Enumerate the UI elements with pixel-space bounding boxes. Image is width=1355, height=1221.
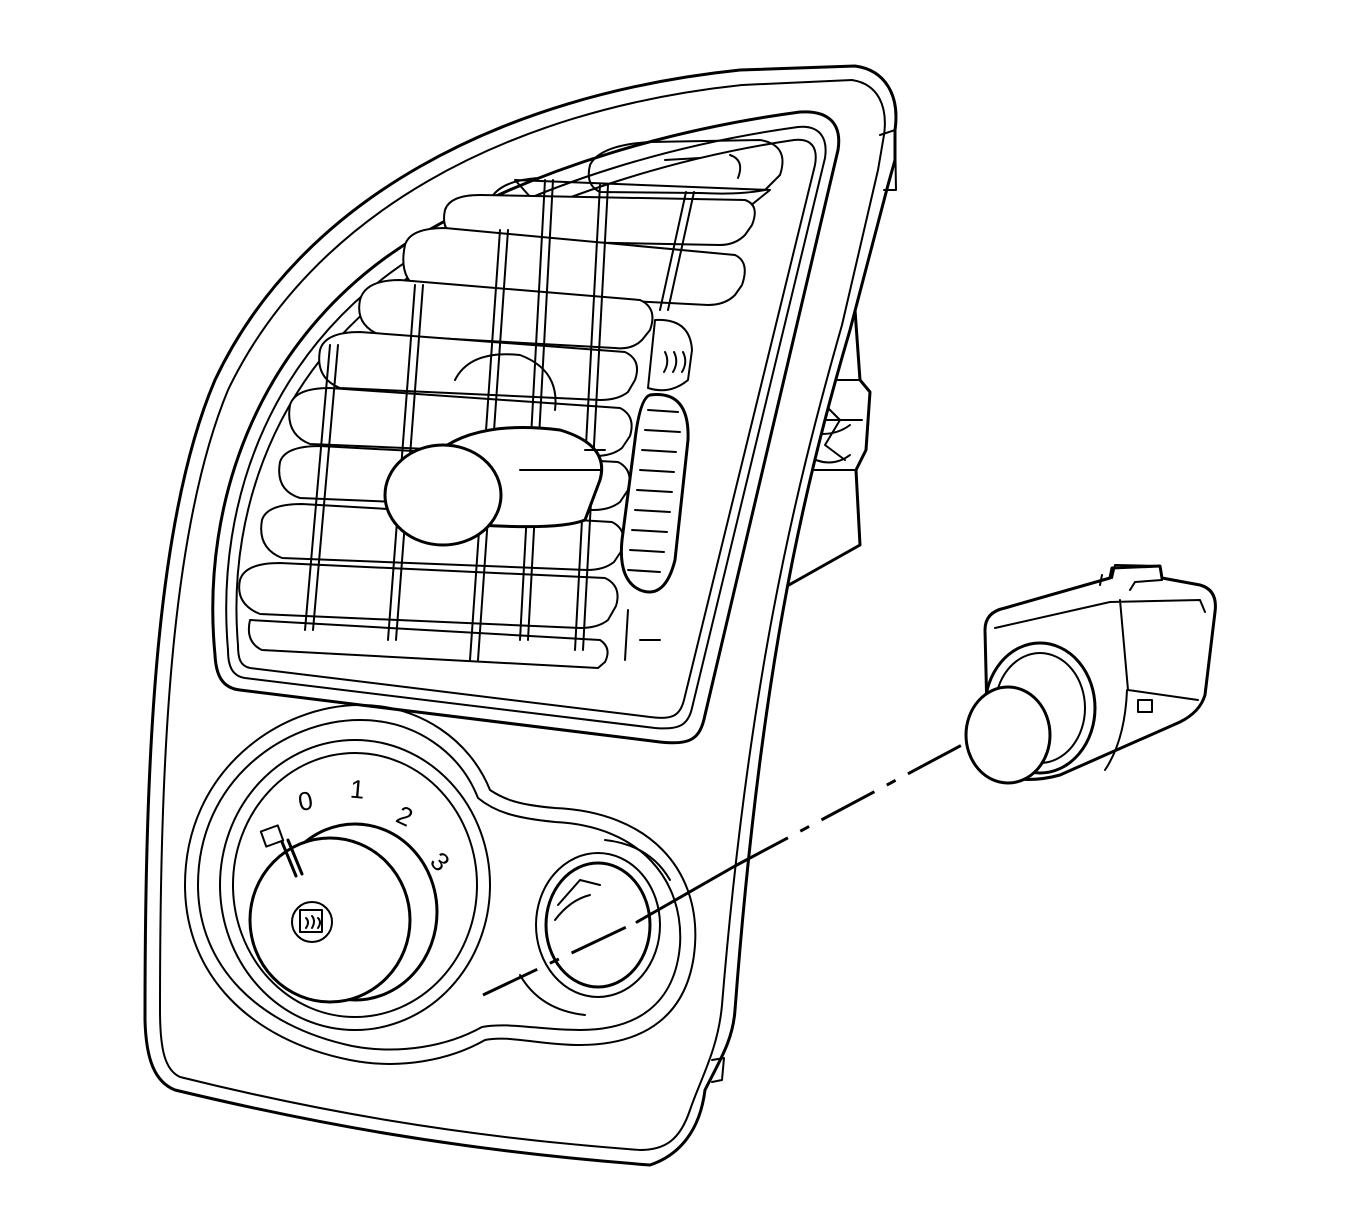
rear-defog-icon <box>291 901 333 943</box>
rear-defog-switch <box>964 564 1217 785</box>
vent-direction-knob <box>383 353 606 547</box>
dial-number-1: 1 <box>349 774 366 805</box>
vent-thumbwheel <box>619 318 693 661</box>
control-panel-area: 0 1 2 3 <box>184 704 697 1065</box>
air-vent <box>211 110 841 745</box>
off-marker-icon <box>259 824 285 848</box>
fan-control-knob <box>248 822 439 1004</box>
heat-symbol-icon <box>663 351 687 373</box>
dial-number-0: 0 <box>296 785 315 817</box>
switch-opening <box>535 852 661 998</box>
installation-guide-line <box>482 728 991 997</box>
